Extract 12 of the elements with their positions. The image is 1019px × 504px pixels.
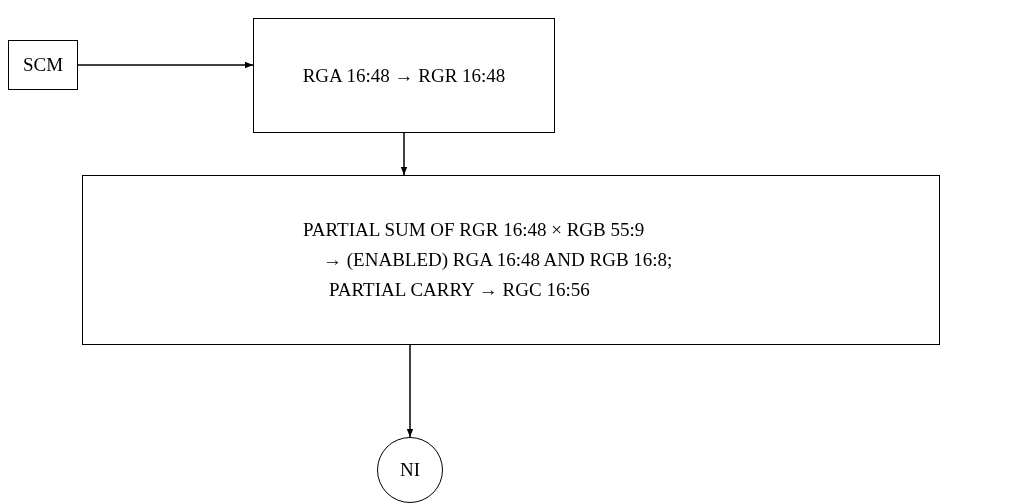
process-box: [253, 18, 555, 133]
box-text: SCM: [22, 53, 64, 77]
box-text: PARTIAL CARRY → RGC 16:56: [328, 278, 591, 302]
process-box: [82, 175, 940, 345]
process-box: [8, 40, 78, 90]
box-text: NI: [399, 458, 421, 482]
arrow: [77, 61, 254, 69]
arrow: [400, 132, 408, 176]
arrow: [406, 344, 414, 438]
box-text: → (ENABLED) RGA 16:48 AND RGB 16:8;: [322, 248, 674, 272]
box-text: RGA 16:48 → RGR 16:48: [302, 63, 506, 88]
box-text: PARTIAL SUM OF RGR 16:48 × RGB 55:9: [303, 218, 646, 242]
